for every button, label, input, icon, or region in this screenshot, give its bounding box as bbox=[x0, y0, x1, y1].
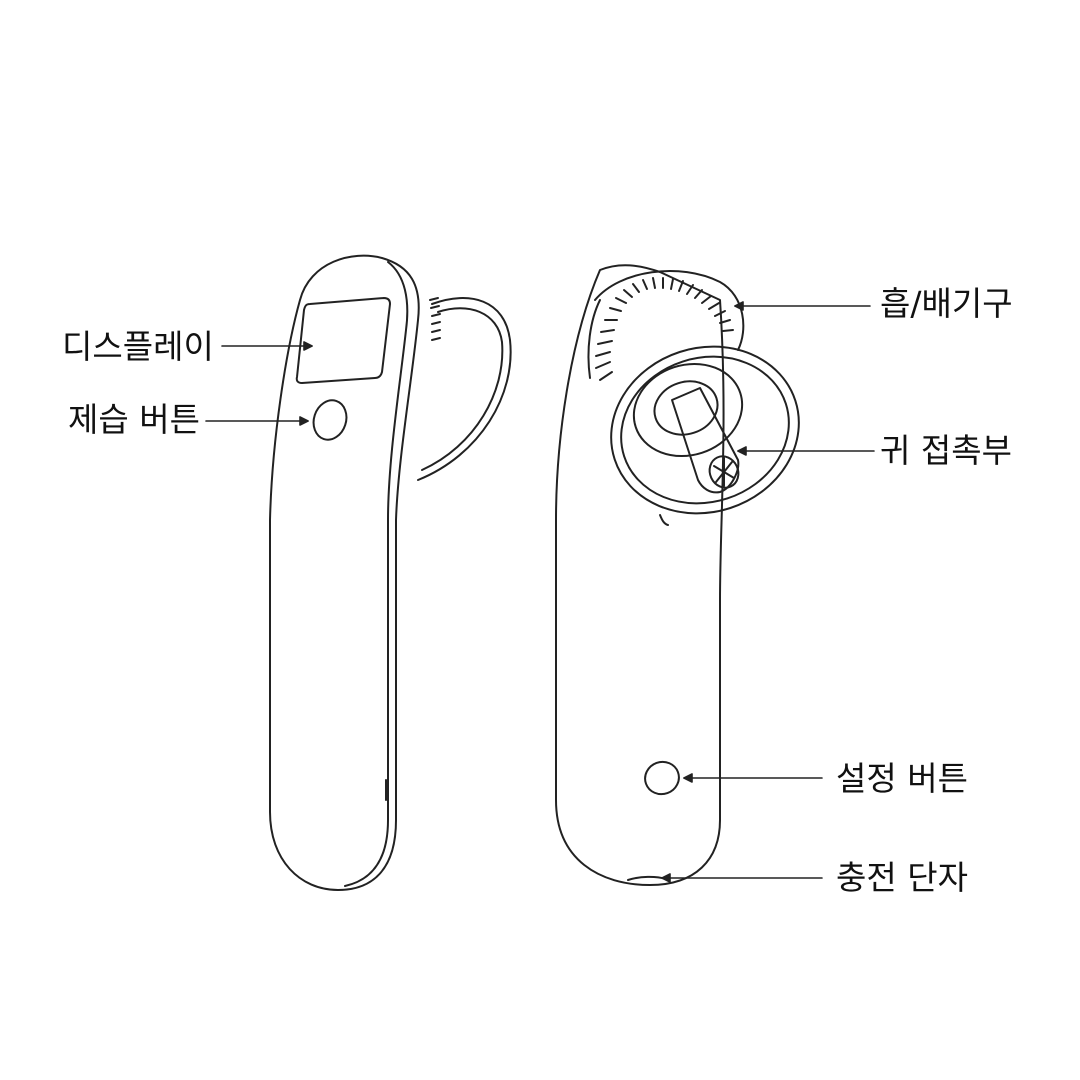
display-label: 디스플레이 bbox=[62, 327, 214, 366]
ear-cup-base bbox=[660, 515, 668, 525]
vent-label: 흡/배기구 bbox=[880, 284, 1013, 323]
ear-cup-outer bbox=[589, 323, 820, 538]
vent-ring-lower bbox=[588, 300, 600, 378]
setting-button[interactable] bbox=[641, 757, 684, 799]
front-vent-notches bbox=[430, 298, 440, 340]
charging-port-label: 충전 단자 bbox=[836, 858, 968, 897]
front-ear-cup-inner bbox=[422, 308, 502, 470]
front-body-outline bbox=[270, 256, 419, 890]
ear-cup-inner bbox=[602, 335, 808, 524]
ear-contact-nozzle bbox=[672, 388, 738, 492]
dehumidify-button[interactable] bbox=[309, 396, 352, 444]
charging-port bbox=[628, 877, 666, 880]
vent-ring bbox=[595, 271, 743, 350]
ear-cup-center bbox=[622, 350, 754, 470]
vent-slots bbox=[596, 278, 733, 380]
display-screen bbox=[297, 298, 390, 383]
front-ear-cup bbox=[418, 298, 511, 480]
ear-contact-tip bbox=[705, 452, 744, 493]
leader-lines bbox=[206, 302, 874, 882]
dehumidify-button-label: 제습 버튼 bbox=[68, 400, 200, 439]
front-body-face-edge bbox=[345, 262, 407, 886]
back-view-device bbox=[556, 265, 821, 885]
back-body-outline bbox=[556, 265, 724, 885]
ear-contact-tip-grille bbox=[714, 458, 734, 486]
ear-contact-label: 귀 접촉부 bbox=[880, 431, 1012, 470]
front-view-device bbox=[270, 256, 511, 890]
setting-button-label: 설정 버튼 bbox=[836, 759, 968, 798]
ear-cup-hub bbox=[648, 373, 725, 442]
